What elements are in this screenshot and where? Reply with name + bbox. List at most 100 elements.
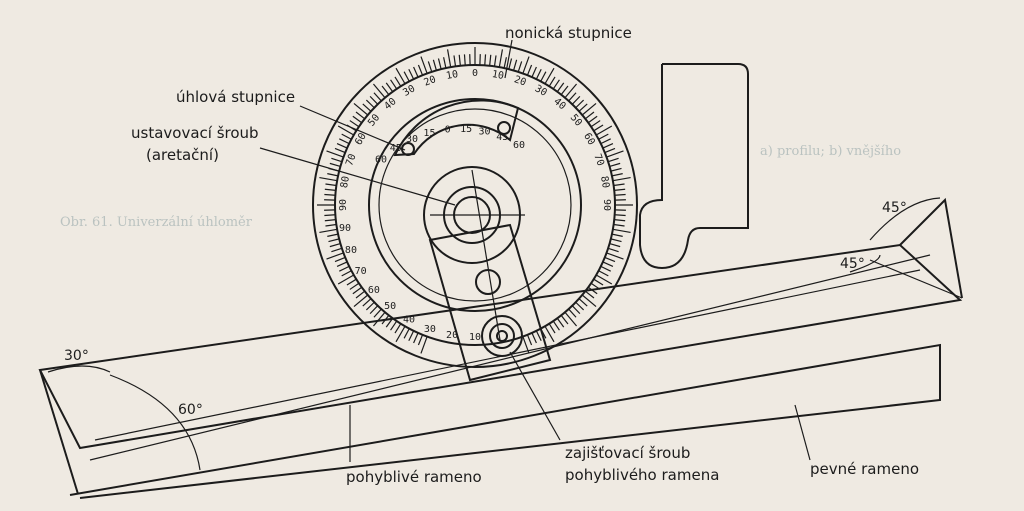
angle-label-45-top: 45° (882, 200, 907, 216)
scale-tick (355, 111, 366, 120)
scale-tick (339, 138, 350, 145)
angle-label-30: 30° (64, 348, 89, 364)
scale-tick (584, 111, 595, 120)
scale-tick (595, 125, 613, 136)
scale-tick (614, 214, 626, 217)
scale-tick (394, 76, 402, 87)
scale-tick (611, 233, 623, 237)
scale-tick (548, 323, 556, 334)
scale-tick (337, 125, 355, 136)
scale-tick (334, 256, 346, 263)
angle-label-60: 60° (178, 402, 203, 418)
center-hub (423, 166, 525, 341)
nonius-number: 45 (390, 143, 402, 154)
scale-tick (365, 301, 375, 311)
scale-tick (362, 298, 372, 307)
scale-tick (341, 270, 352, 277)
scale-tick (443, 57, 447, 69)
nonius-number: 45 (496, 132, 508, 143)
scale-tick (337, 274, 355, 285)
scale-tick (331, 247, 343, 253)
scale-tick (587, 115, 598, 124)
label-angular-scale: úhlová stupnice (176, 88, 295, 106)
scale-tick (352, 286, 363, 295)
scale-tick (437, 58, 442, 70)
scale-tick (571, 305, 581, 315)
bleed-through-text-1: a) profilu; b) vnějšího (760, 144, 901, 159)
scale-tick (329, 162, 341, 167)
scale-tick (522, 56, 530, 74)
scale-tick (336, 261, 348, 267)
scale-tick (614, 188, 626, 191)
label-set-screw-note: (aretační) (146, 146, 219, 164)
scale-tick (498, 49, 504, 68)
scale-number: 90 (339, 223, 351, 234)
scale-tick (372, 311, 386, 327)
scale-tick (590, 120, 601, 128)
scale-tick (463, 54, 466, 66)
scale-tick (526, 334, 533, 346)
scale-tick (575, 301, 585, 311)
scale-tick (604, 147, 616, 154)
scale-tick (564, 311, 578, 327)
scale-tick (581, 102, 597, 116)
scale-tick (587, 286, 598, 295)
scale-tick (413, 66, 419, 78)
scale-tick (552, 320, 560, 331)
scale-number: 10 (469, 332, 481, 343)
scale-tick (420, 336, 428, 354)
scale-tick (526, 64, 533, 76)
scale-tick (604, 256, 616, 263)
label-movable-arm: pohyblivé rameno (346, 468, 482, 486)
scale-tick (328, 238, 340, 243)
scale-tick (600, 138, 611, 145)
scale-tick (353, 294, 369, 308)
scale-tick (324, 193, 336, 196)
scale-tick (365, 99, 375, 109)
label-locking-screw-2: pohyblivého ramena (565, 466, 719, 484)
scale-tick (413, 332, 419, 344)
scale-tick (403, 328, 410, 339)
scale-tick (458, 54, 461, 66)
scale-tick (395, 67, 406, 85)
scale-tick (489, 54, 492, 66)
scale-tick (548, 76, 556, 87)
scale-tick (417, 64, 424, 76)
scale-tick (602, 261, 614, 267)
scale-tick (535, 330, 542, 341)
scale-number: 30 (533, 83, 549, 99)
scale-tick (385, 82, 394, 93)
scale-number: 70 (591, 152, 605, 167)
scale-tick (325, 223, 337, 227)
scale-tick (349, 120, 360, 128)
nonius-number: 60 (513, 140, 525, 151)
scale-tick (408, 330, 415, 341)
scale-tick (593, 124, 604, 132)
scale-tick (575, 99, 585, 109)
scale-tick (324, 214, 336, 217)
nonius-number: 15 (423, 128, 435, 139)
scale-tick (531, 66, 537, 78)
scale-tick (609, 243, 621, 248)
label-set-screw: ustavovací šroub (131, 124, 259, 142)
scale-tick (319, 228, 338, 234)
scale-tick (493, 55, 497, 67)
scale-tick (544, 67, 555, 85)
scale-tick (602, 143, 614, 149)
scale-tick (346, 278, 357, 286)
label-locking-screw: zajišťovací šroub (565, 444, 690, 462)
scale-number: 80 (598, 175, 611, 189)
scale-number: 20 (422, 74, 437, 88)
scale-tick (408, 69, 415, 80)
scale-tick (373, 308, 382, 318)
scale-tick (373, 92, 382, 102)
scale-number: 30 (401, 83, 417, 99)
scale-tick (598, 133, 609, 140)
scale-tick (535, 69, 542, 80)
leader-lines (259, 39, 811, 462)
scale-number: 90 (601, 199, 612, 211)
scale-tick (503, 57, 507, 69)
scale-number: 70 (344, 152, 358, 167)
